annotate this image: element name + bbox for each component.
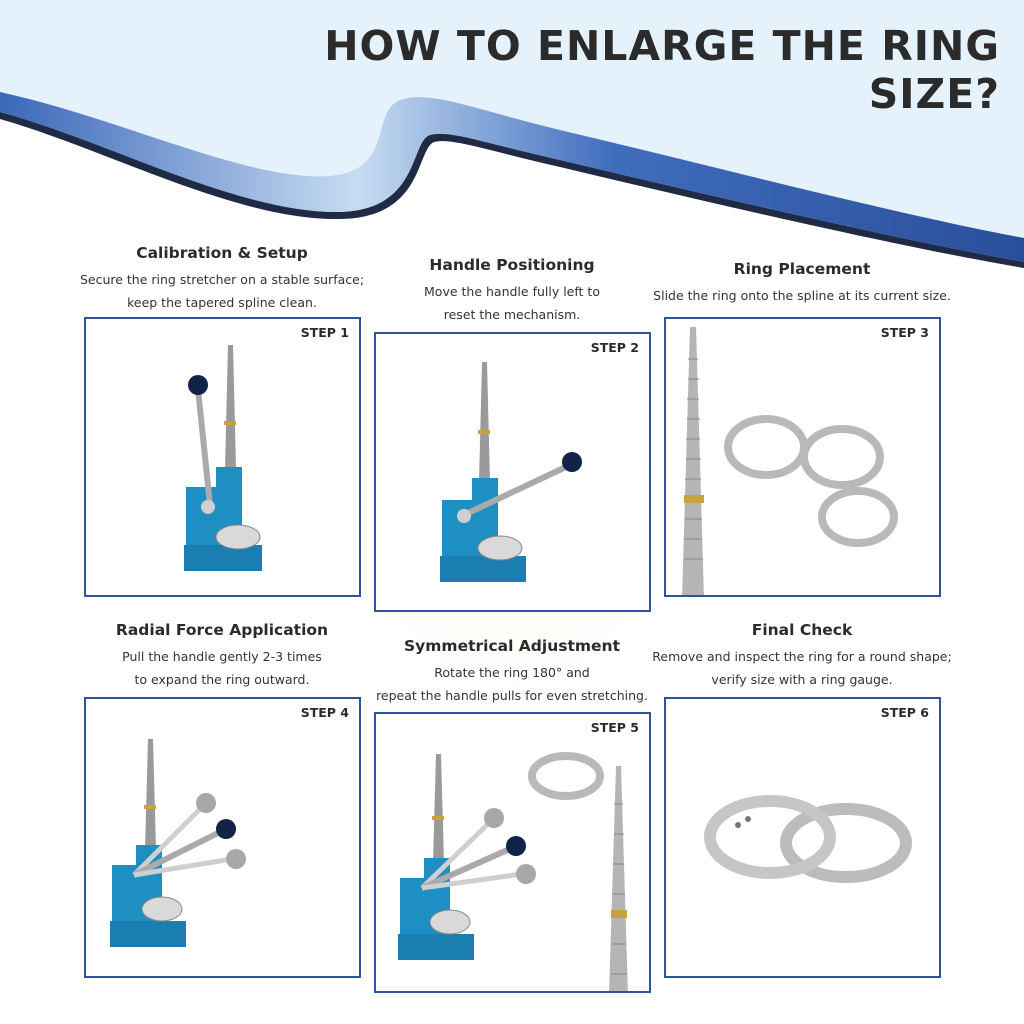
step-4-line-2: to expand the ring outward. <box>134 672 310 687</box>
step-4-heading: Radial Force Application <box>115 621 329 639</box>
step-6-heading: Final Check <box>751 621 853 639</box>
ring-stretcher-handle-right-icon <box>440 362 582 582</box>
step-5-heading: Symmetrical Adjustment <box>404 637 620 655</box>
step-4-label: STEP 4 <box>300 705 349 720</box>
step-6-text: Final Check Remove and inspect the ring … <box>640 621 964 691</box>
step-2-line-2: reset the mechanism. <box>443 307 581 322</box>
step-3-text: Ring Placement Slide the ring onto the s… <box>640 260 964 307</box>
step-2-label: STEP 2 <box>590 340 639 355</box>
step-3-panel: STEP 3 <box>664 317 941 597</box>
step-1-panel: STEP 1 <box>84 317 361 597</box>
step-1-label: STEP 1 <box>300 325 349 340</box>
step-1-line-1: Secure the ring stretcher on a stable su… <box>79 272 365 287</box>
step-6-line-1: Remove and inspect the ring for a round … <box>652 649 952 664</box>
step-3-label: STEP 3 <box>880 325 929 340</box>
step-3-heading: Ring Placement <box>733 260 871 278</box>
step-2-panel: STEP 2 <box>374 332 651 612</box>
step-5-text: Symmetrical Adjustment Rotate the ring 1… <box>352 637 672 707</box>
step-5-panel: STEP 5 <box>374 712 651 993</box>
enlarged-rings-icon <box>704 795 912 883</box>
spline-and-rings-icon <box>682 327 898 595</box>
step-6-panel: STEP 6 <box>664 697 941 978</box>
step-5-line-2: repeat the handle pulls for even stretch… <box>376 688 648 703</box>
step-2-heading: Handle Positioning <box>429 256 595 274</box>
ring-stretcher-pulling-icon <box>110 739 246 947</box>
step-4-text: Radial Force Application Pull the handle… <box>62 621 382 691</box>
step-4-line-1: Pull the handle gently 2-3 times <box>122 649 322 664</box>
step-1-text: Calibration & Setup Secure the ring stre… <box>62 244 382 314</box>
step-1-heading: Calibration & Setup <box>136 244 308 262</box>
step-3-line-1: Slide the ring onto the spline at its cu… <box>653 288 951 303</box>
page-title: HOW TO ENLARGE THE RING SIZE? <box>324 22 1000 118</box>
step-1-line-2: keep the tapered spline clean. <box>127 295 317 310</box>
step-5-line-1: Rotate the ring 180° and <box>434 665 590 680</box>
step-5-label: STEP 5 <box>590 720 639 735</box>
step-2-line-1: Move the handle fully left to <box>424 284 600 299</box>
step-6-line-2: verify size with a ring gauge. <box>711 672 893 687</box>
ring-stretcher-icon <box>184 345 262 571</box>
step-4-panel: STEP 4 <box>84 697 361 978</box>
step-2-text: Handle Positioning Move the handle fully… <box>352 256 672 326</box>
step-6-label: STEP 6 <box>880 705 929 720</box>
ring-stretcher-rotate-icon <box>398 752 628 991</box>
